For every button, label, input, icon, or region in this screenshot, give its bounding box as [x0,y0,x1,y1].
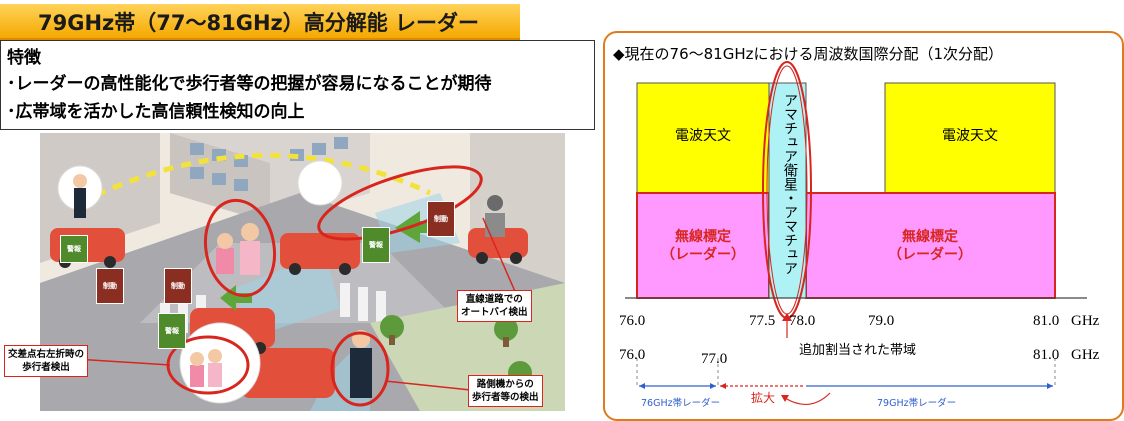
axis1-tick: 77.5 [749,313,776,329]
radiolocation-label: 無線標定 （レーダー） [661,229,745,263]
street-scene [40,133,565,411]
title-banner: 79GHz帯（77〜81GHz）高分解能 レーダー [0,4,520,40]
axis2-tick: 77.0 [701,351,728,367]
feature-line-2: ･広帯域を活かした高信頼性検知の向上 [7,102,305,122]
feature-line-1: ･レーダーの高性能化で歩行者等の把握が容易になることが期待 [7,74,492,94]
spectrum-title: ◆現在の76〜81GHzにおける周波数国際分配（1次分配） [613,45,1004,63]
amateur-label: アマチュア衛星・アマチュア [782,93,798,275]
spectrum-diagram [625,61,1087,405]
expansion-label: 拡大 [751,391,776,405]
warning-sign: 警報 [158,313,186,349]
radio-astronomy-band-right [884,82,1056,194]
features-box: 特徴 ･レーダーの高性能化で歩行者等の把握が容易になることが期待 ･広帯域を活か… [0,40,595,130]
radio-astronomy-band-left [636,82,770,194]
radar-79-label: 79GHz帯レーダー [877,398,957,409]
axis2-tick: 76.0 [619,347,646,363]
callout-motorcycle-detection: 直線道路での オートバイ検出 [457,290,532,322]
axis2-unit: GHz [1071,347,1100,363]
axis1-tick: 76.0 [619,313,646,329]
axis1-tick: 78.0 [789,313,816,329]
page-title: 79GHz帯（77〜81GHz）高分解能 レーダー [38,11,480,35]
axis1-tick: 81.0 [1033,313,1060,329]
callout-roadside-detection: 路側機からの 歩行者等の検出 [468,375,543,407]
brake-sign: 制動 [427,201,455,237]
warning-sign: 警報 [362,227,390,263]
radiolocation-band-right [805,192,1056,299]
features-heading: 特徴 [7,48,41,68]
radio-astronomy-label: 電波天文 [942,128,998,144]
radio-astronomy-label: 電波天文 [675,128,731,144]
added-band-label: 追加割当された帯域 [799,343,917,358]
axis1-tick: 79.0 [868,313,895,329]
brake-sign: 制動 [96,268,124,304]
radar-76-label: 76GHz帯レーダー [641,398,721,409]
axis1-unit: GHz [1071,313,1100,329]
radiolocation-label: 無線標定 （レーダー） [888,229,972,263]
spectrum-panel: ◆現在の76〜81GHzにおける周波数国際分配（1次分配） [603,31,1124,421]
callout-pedestrian-turn-detection: 交差点右左折時の 歩行者検出 [4,345,89,377]
street-illustration: 警報 制動 制動 警報 警報 制動 [40,133,565,411]
axis2-tick: 81.0 [1033,347,1060,363]
warning-sign: 警報 [60,235,88,263]
expansion-curve-arrow [784,392,831,405]
brake-sign: 制動 [164,268,192,304]
amateur-band [768,82,807,299]
